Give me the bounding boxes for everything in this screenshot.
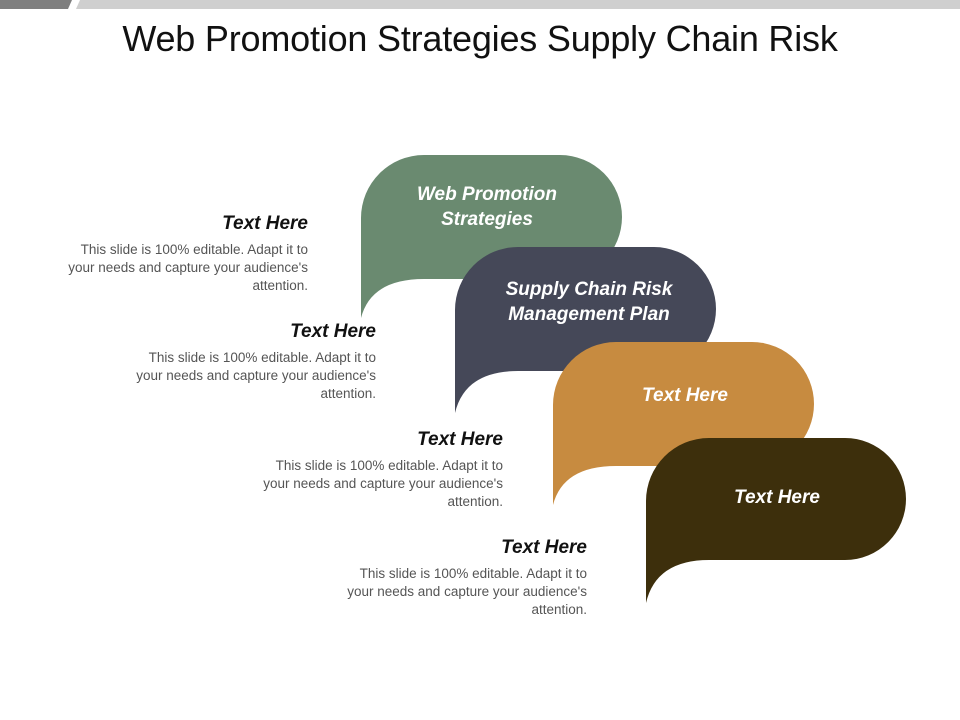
bubble-2-label-line2: Management Plan bbox=[508, 304, 670, 325]
bubble-1-label-line2: Strategies bbox=[441, 209, 533, 230]
bubble-3-label-line1: Text Here bbox=[642, 385, 728, 406]
text-block-2-line1: This slide is 100% editable. Adapt it to bbox=[148, 350, 376, 365]
text-block-2-heading: Text Here bbox=[290, 321, 376, 342]
text-block-3-line1: This slide is 100% editable. Adapt it to bbox=[275, 458, 503, 473]
text-block-2-line3: attention. bbox=[320, 386, 376, 401]
bubble-1-label: Web Promotion Strategies bbox=[372, 182, 602, 232]
text-block-1-body: This slide is 100% editable. Adapt it to… bbox=[28, 241, 308, 295]
text-block-4-heading: Text Here bbox=[501, 537, 587, 558]
bubble-4-label-line1: Text Here bbox=[734, 487, 820, 508]
text-block-3: Text Here This slide is 100% editable. A… bbox=[223, 429, 503, 511]
text-block-4-line2: your needs and capture your audience's bbox=[347, 584, 587, 599]
text-block-1-line3: attention. bbox=[252, 278, 308, 293]
bubble-3-label: Text Here bbox=[565, 383, 805, 408]
bubble-2 bbox=[455, 247, 716, 413]
text-block-3-line3: attention. bbox=[447, 494, 503, 509]
top-accent-bar bbox=[0, 0, 960, 9]
text-block-3-line2: your needs and capture your audience's bbox=[263, 476, 503, 491]
bubble-1-label-line1: Web Promotion bbox=[416, 184, 558, 205]
text-block-4: Text Here This slide is 100% editable. A… bbox=[307, 537, 587, 619]
text-block-2: Text Here This slide is 100% editable. A… bbox=[96, 321, 376, 403]
text-block-1-heading: Text Here bbox=[222, 213, 308, 234]
text-block-3-heading: Text Here bbox=[417, 429, 503, 450]
bubble-4-label: Text Here bbox=[657, 485, 897, 510]
text-block-3-body: This slide is 100% editable. Adapt it to… bbox=[223, 457, 503, 511]
bubble-2-label-line1: Supply Chain Risk bbox=[505, 279, 673, 300]
page-title: Web Promotion Strategies Supply Chain Ri… bbox=[122, 18, 838, 59]
text-block-1-line1: This slide is 100% editable. Adapt it to bbox=[80, 242, 308, 257]
text-block-1: Text Here This slide is 100% editable. A… bbox=[28, 213, 308, 295]
text-block-1-line2: your needs and capture your audience's bbox=[68, 260, 308, 275]
text-block-4-line3: attention. bbox=[531, 602, 587, 617]
text-block-2-body: This slide is 100% editable. Adapt it to… bbox=[96, 349, 376, 403]
bubble-4 bbox=[646, 438, 906, 603]
text-block-4-body: This slide is 100% editable. Adapt it to… bbox=[307, 565, 587, 619]
bubble-2-label: Supply Chain Risk Management Plan bbox=[464, 277, 714, 327]
text-block-2-line2: your needs and capture your audience's bbox=[136, 368, 376, 383]
text-block-4-line1: This slide is 100% editable. Adapt it to bbox=[359, 566, 587, 581]
